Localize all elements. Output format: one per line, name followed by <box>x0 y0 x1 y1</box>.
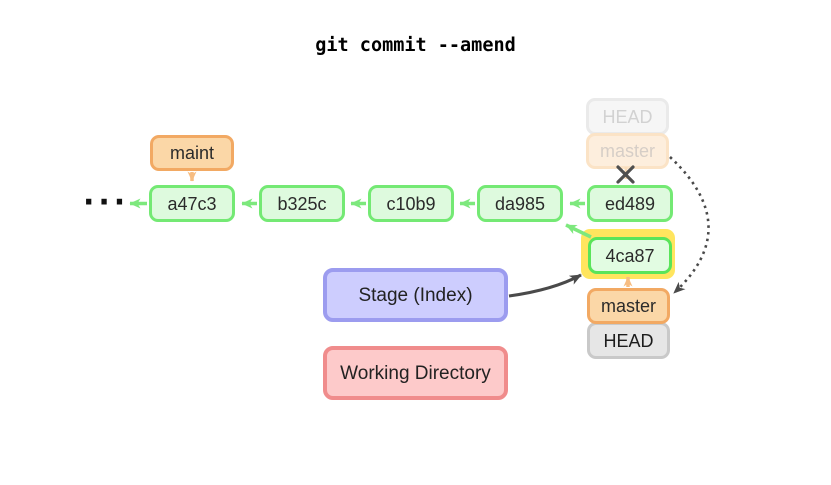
commit-node: da985 <box>477 185 563 222</box>
commit-node: b325c <box>259 185 345 222</box>
amended-commit-node: 4ca87 <box>588 237 672 274</box>
old-head-ref: HEAD <box>586 98 669 135</box>
ref-move-dotted-arrow <box>669 156 710 294</box>
commit-node: a47c3 <box>149 185 235 222</box>
old-master-ref: master <box>586 133 669 169</box>
working-directory-box: Working Directory <box>323 346 508 400</box>
older-commits-ellipsis: ··· <box>83 185 130 220</box>
diagram-title: git commit --amend <box>315 35 516 56</box>
head-ref: HEAD <box>587 322 670 359</box>
master-branch-ref: master <box>587 288 670 324</box>
maint-branch-label: maint <box>150 135 234 171</box>
commit-node: c10b9 <box>368 185 454 222</box>
commit-node: ed489 <box>587 185 673 222</box>
stage-index-box: Stage (Index) <box>323 268 508 322</box>
stage-to-commit-arrow <box>508 273 582 298</box>
cross-out-icon <box>616 165 635 184</box>
